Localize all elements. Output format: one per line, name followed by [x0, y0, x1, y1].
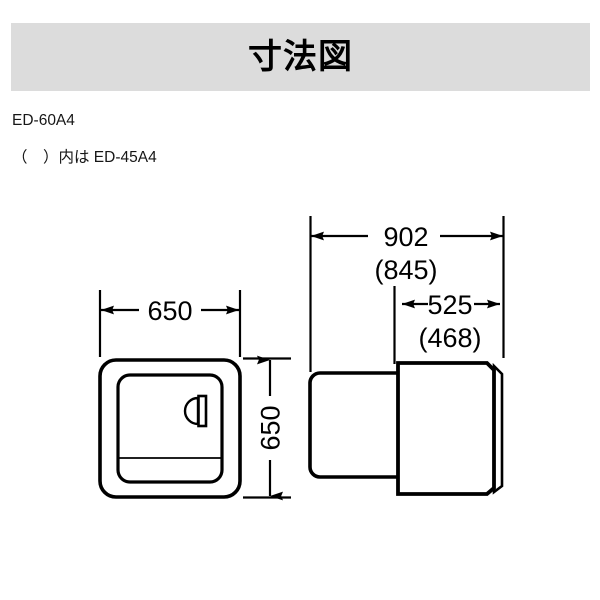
dimension-front-width-label: 650: [147, 296, 192, 326]
dimension-front-height: 650: [243, 355, 291, 501]
rear-body-outline: [308, 371, 405, 479]
side-view: 902 (845) 525 (468): [308, 216, 505, 496]
front-body-outline: [396, 361, 496, 496]
page-header-bar: 寸法図: [11, 23, 590, 91]
front-view: 650 650: [98, 290, 291, 501]
dimension-side-body-depth: 525 (468): [393, 286, 500, 364]
door-panel: [116, 373, 224, 484]
door-handle: [183, 394, 208, 428]
dimension-side-total-depth-label: 902: [383, 222, 428, 252]
dimension-front-height-label: 650: [256, 405, 286, 450]
dimension-front-width: 650: [98, 290, 242, 357]
variant-note-label: （ ）内は ED-45A4: [12, 149, 157, 166]
page-title: 寸法図: [248, 37, 353, 77]
dimension-side-body-depth-label: 525: [427, 290, 472, 320]
dimension-side-total-depth-alt-label: (845): [374, 255, 437, 285]
dimension-side-total-depth: 902 (845): [309, 216, 505, 372]
model-name-label: ED-60A4: [12, 112, 75, 129]
dimension-side-body-depth-alt-label: (468): [418, 323, 481, 353]
